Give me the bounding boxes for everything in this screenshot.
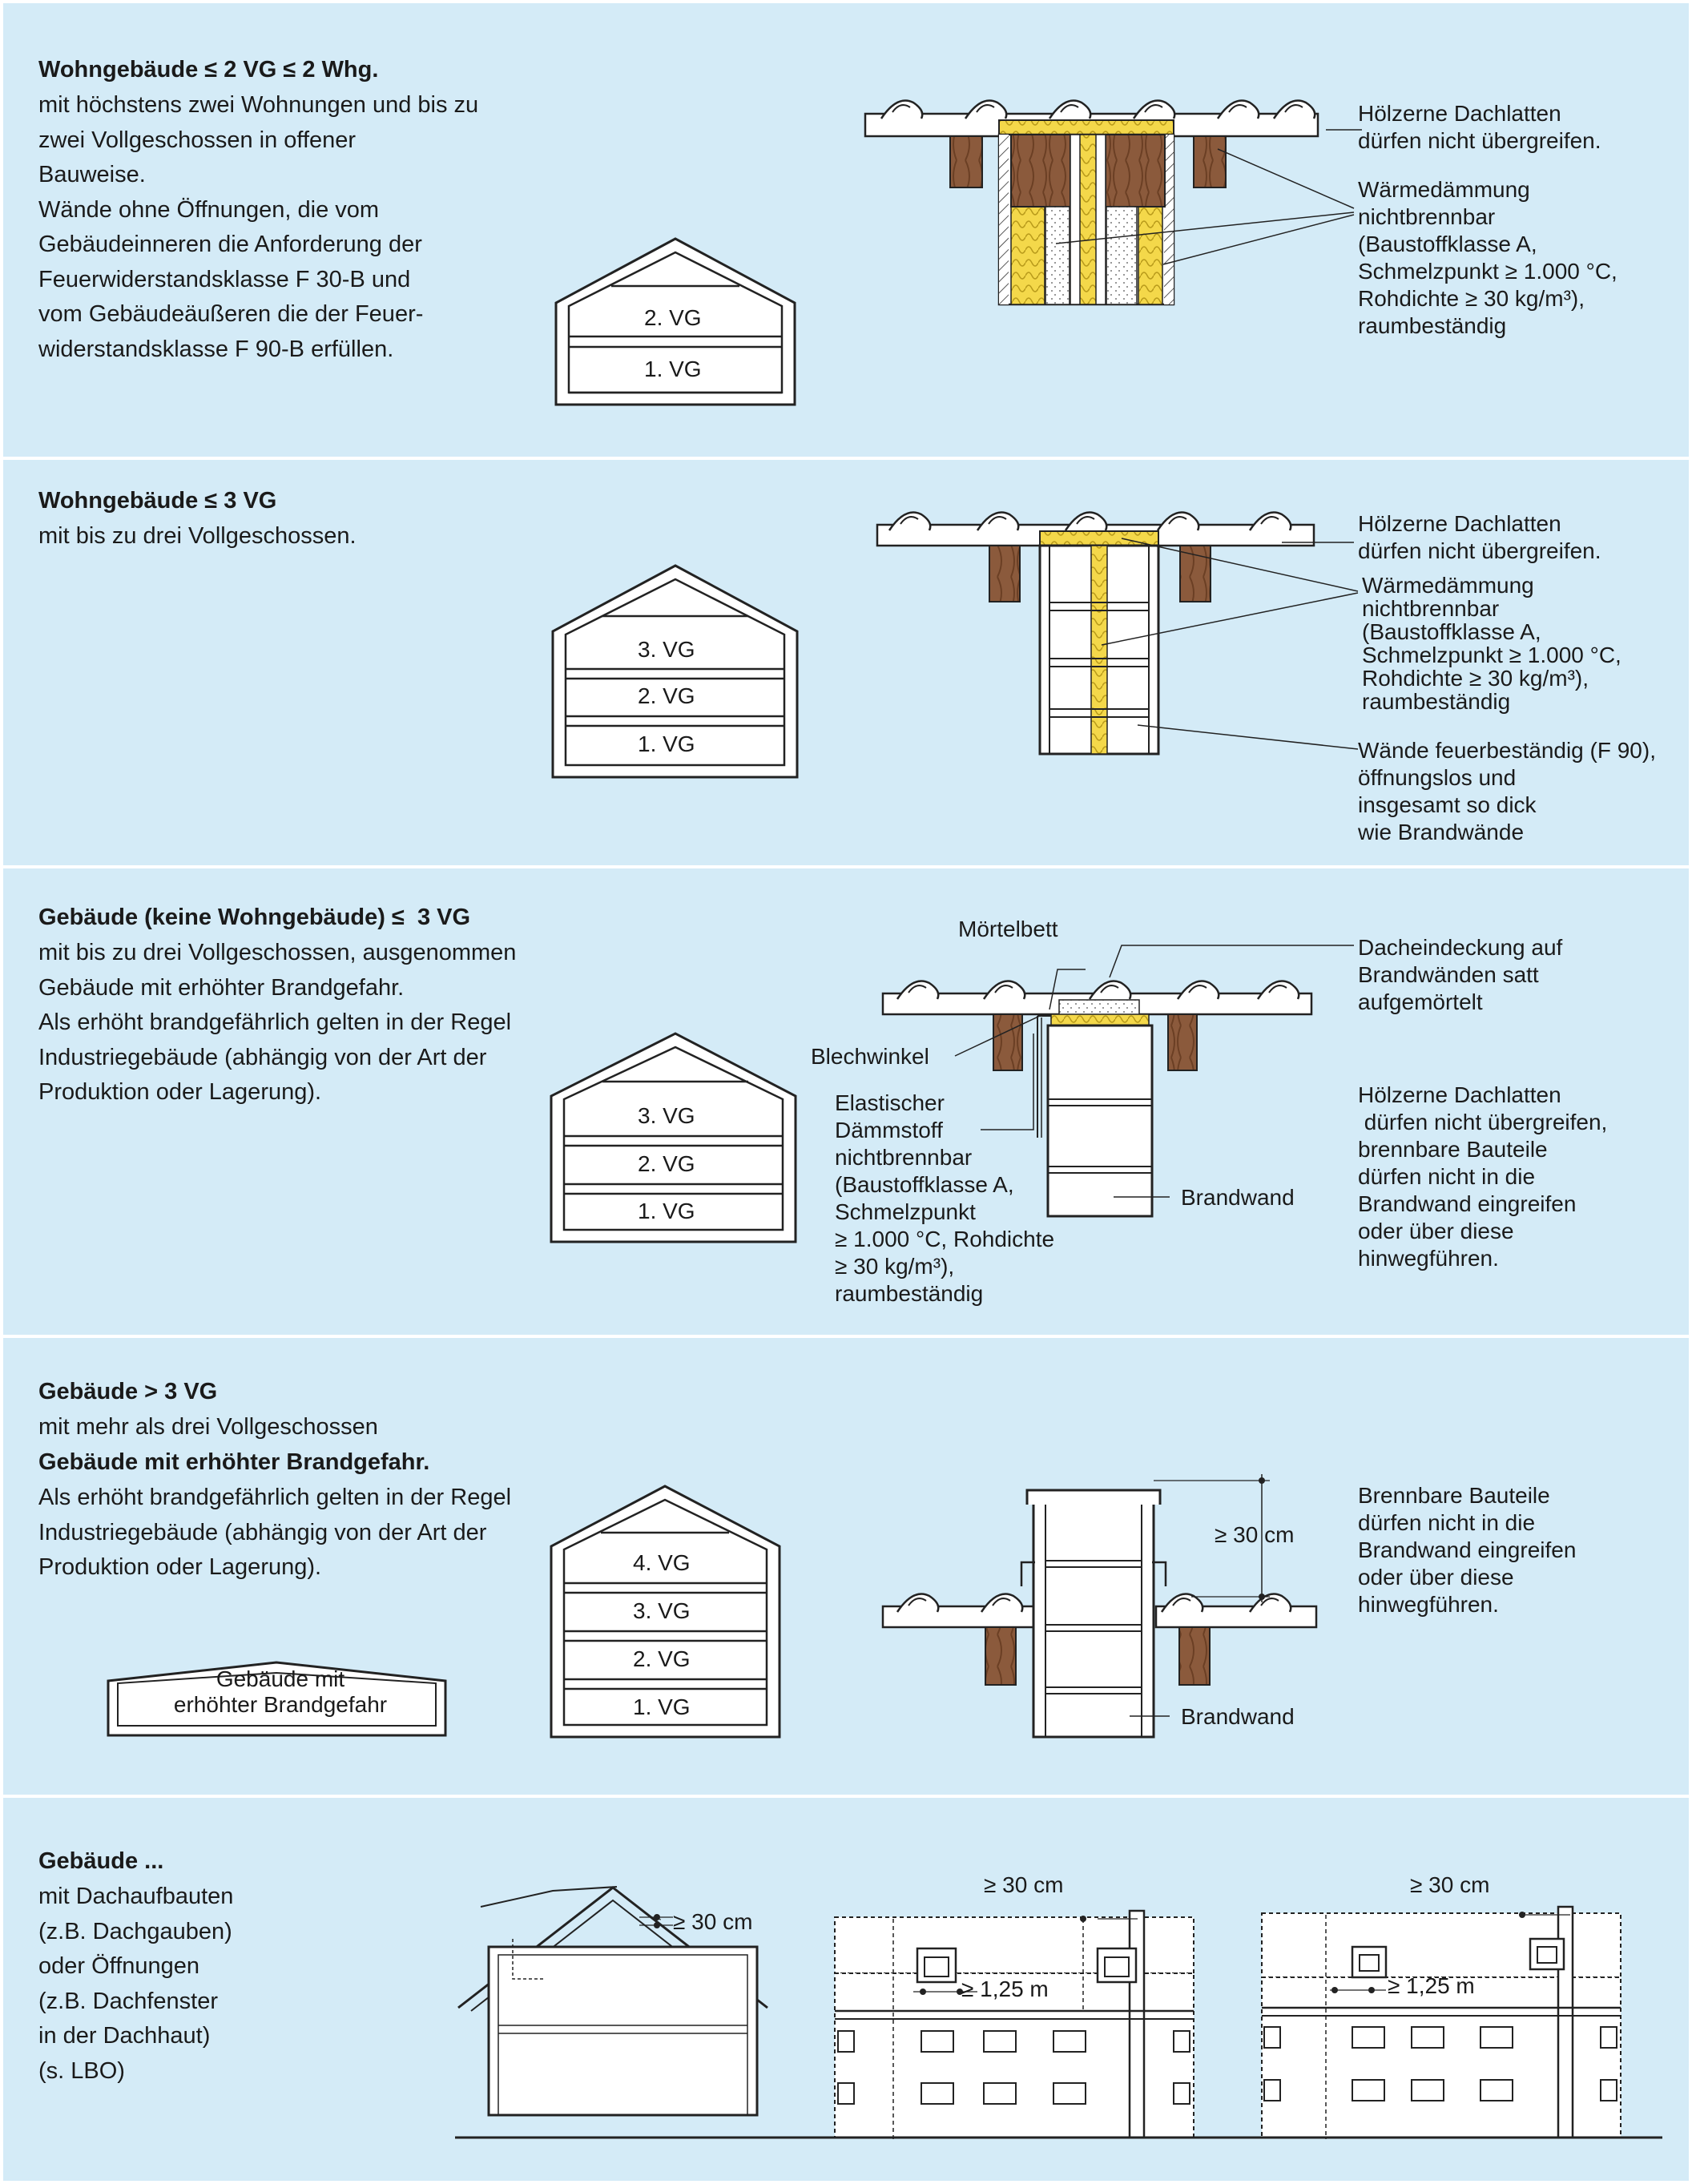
s5-dim-30cm-gable: ≥ 30 cm — [673, 1909, 753, 1934]
s5-dim-125m-facade-2: ≥ 1,25 m — [1388, 1973, 1475, 1998]
s4-floor-4: 4. VG — [633, 1550, 691, 1575]
s5-dim-125m-facade-1: ≥ 1,25 m — [961, 1976, 1049, 2001]
s3-body: mit bis zu drei Vollgeschossen, ausgenom… — [38, 940, 517, 1105]
s4-note-bauteile: Brennbare Bauteile dürfen nicht in die B… — [1358, 1483, 1577, 1617]
s4-house-icon — [550, 1485, 781, 1739]
s5-title: Gebäude ... — [38, 1848, 164, 1874]
s2-body: mit bis zu drei Vollgeschossen. — [38, 523, 357, 549]
s3-floor-3: 3. VG — [638, 1103, 695, 1128]
s4-brandwand-detail — [881, 1474, 1318, 1739]
s1-note-waermedaemmung: Wärmedämmung nichtbrennbar (Baustoffklas… — [1358, 177, 1617, 338]
s2-floor-1: 1. VG — [638, 731, 695, 756]
panel-3 — [3, 868, 1689, 1335]
s3-floor-2: 2. VG — [638, 1151, 695, 1176]
s2-floor-3: 3. VG — [638, 637, 695, 662]
s2-note-waende: Wände feuerbeständig (F 90), öffnungslos… — [1358, 738, 1656, 844]
s3-note-dachlatten: Hölzerne Dachlatten dürfen nicht übergre… — [1358, 1082, 1608, 1271]
s4-floor-2: 2. VG — [633, 1646, 691, 1671]
s2-note-waermedaemmung: Wärmedämmung nichtbrennbar (Baustoffklas… — [1362, 573, 1622, 714]
s5-facade-2 — [1261, 1905, 1622, 2139]
s4-line1: mit mehr als drei Vollgeschossen — [38, 1414, 378, 1440]
s1-title: Wohngebäude ≤ 2 VG ≤ 2 Whg. — [38, 57, 379, 83]
s5-facade-1 — [834, 1909, 1194, 2139]
s4-hazard-label: Gebäude mit erhöhter Brandgefahr — [173, 1666, 388, 1717]
s4-dim-30cm: ≥ 30 cm — [1215, 1522, 1295, 1547]
s2-wall-detail — [876, 511, 1359, 756]
s5-dim-30cm-facade-2: ≥ 30 cm — [1410, 1872, 1490, 1897]
panel-2 — [3, 460, 1689, 865]
s2-house-icon — [551, 564, 799, 779]
s4-body: Als erhöht brandgefährlich gelten in der… — [38, 1485, 512, 1580]
s1-wall-detail — [864, 99, 1362, 306]
s1-body: mit höchstens zwei Wohnungen und bis zu … — [38, 92, 479, 362]
s3-brandwand-detail — [881, 945, 1354, 1218]
s3-label-blechwinkel: Blechwinkel — [811, 1044, 929, 1069]
s1-floor-2: 2. VG — [644, 305, 702, 330]
s1-house-icon — [554, 237, 796, 406]
s3-floor-1: 1. VG — [638, 1199, 695, 1223]
s3-label-moertelbett: Mörtelbett — [958, 917, 1058, 941]
s2-note-dachlatten: Hölzerne Dachlatten dürfen nicht übergre… — [1358, 511, 1601, 563]
s1-floor-1: 1. VG — [644, 357, 702, 381]
s5-body: mit Dachaufbauten (z.B. Dachgauben) oder… — [38, 1884, 234, 2084]
s3-label-brandwand: Brandwand — [1181, 1185, 1295, 1210]
s3-title: Gebäude (keine Wohngebäude) ≤ 3 VG — [38, 905, 471, 930]
panel-1 — [3, 3, 1689, 457]
s1-note-dachlatten: Hölzerne Dachlatten dürfen nicht übergre… — [1358, 101, 1601, 153]
s2-floor-2: 2. VG — [638, 683, 695, 708]
s4-label-brandwand: Brandwand — [1181, 1704, 1295, 1729]
s2-title: Wohngebäude ≤ 3 VG — [38, 488, 277, 514]
s3-note-dacheindeckung: Dacheindeckung auf Brandwänden satt aufg… — [1358, 935, 1563, 1014]
s3-label-daemmstoff: Elastischer Dämmstoff nichtbrennbar (Bau… — [835, 1090, 1055, 1306]
s5-gable-house — [457, 1886, 768, 2117]
s4-floor-1: 1. VG — [633, 1694, 691, 1719]
s5-dim-30cm-facade-1: ≥ 30 cm — [984, 1872, 1064, 1897]
s4-floor-3: 3. VG — [633, 1598, 691, 1623]
s4-hazard-badge — [107, 1661, 447, 1737]
s4-line2: Gebäude mit erhöhter Brandgefahr. — [38, 1449, 430, 1475]
s3-house-icon — [550, 1032, 797, 1243]
s4-title: Gebäude > 3 VG — [38, 1379, 218, 1404]
